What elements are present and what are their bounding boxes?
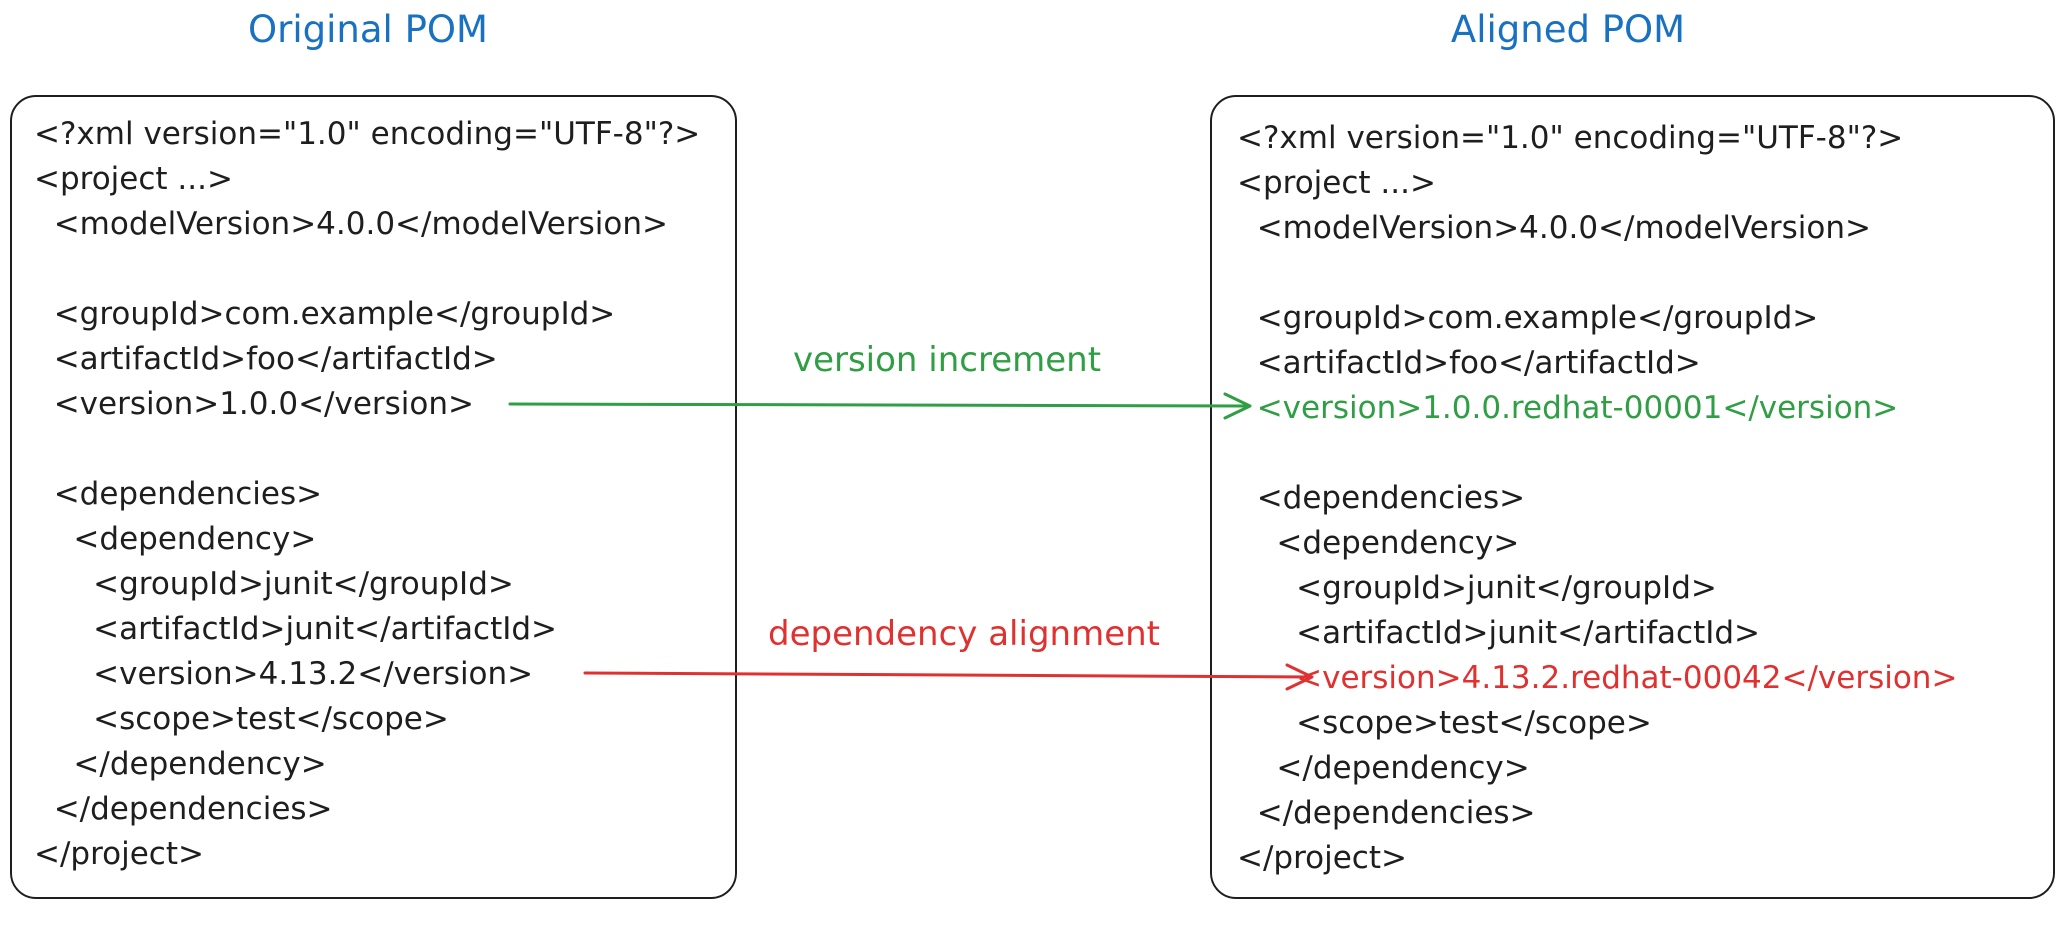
aligned-line-9: <dependencies> (1237, 480, 1526, 516)
aligned-line-1: <?xml version="1.0" encoding="UTF-8"?> (1237, 120, 1904, 156)
aligned-pom-box (1210, 95, 2055, 899)
original-line-10: <dependency> (34, 521, 317, 557)
aligned-line-10: <dependency> (1237, 525, 1520, 561)
original-line-2: <project ...> (34, 161, 233, 197)
original-line-17: </project> (34, 836, 204, 872)
aligned-line-13-dependency-version: <version>4.13.2.redhat-00042</version> (1237, 660, 1958, 696)
original-line-7: <version>1.0.0</version> (34, 386, 475, 422)
dependency-alignment-label: dependency alignment (768, 614, 1160, 654)
original-line-3: <modelVersion>4.0.0</modelVersion> (34, 206, 668, 242)
original-line-14: <scope>test</scope> (34, 701, 449, 737)
version-increment-label: version increment (792, 340, 1102, 380)
aligned-line-15: </dependency> (1237, 750, 1530, 786)
original-pom-box (10, 95, 737, 899)
aligned-line-11: <groupId>junit</groupId> (1237, 570, 1717, 606)
original-line-5: <groupId>com.example</groupId> (34, 296, 616, 332)
original-pom-title: Original POM (248, 8, 488, 51)
aligned-line-17: </project> (1237, 840, 1407, 876)
original-line-11: <groupId>junit</groupId> (34, 566, 514, 602)
aligned-line-3: <modelVersion>4.0.0</modelVersion> (1237, 210, 1871, 246)
original-line-16: </dependencies> (34, 791, 333, 827)
original-line-6: <artifactId>foo</artifactId> (34, 341, 498, 377)
aligned-line-16: </dependencies> (1237, 795, 1536, 831)
aligned-line-7-version: <version>1.0.0.redhat-00001</version> (1237, 390, 1899, 426)
original-line-1: <?xml version="1.0" encoding="UTF-8"?> (34, 116, 701, 152)
aligned-line-6: <artifactId>foo</artifactId> (1237, 345, 1701, 381)
aligned-pom-title: Aligned POM (1450, 8, 1686, 51)
original-line-9: <dependencies> (34, 476, 323, 512)
original-line-15: </dependency> (34, 746, 327, 782)
aligned-line-14: <scope>test</scope> (1237, 705, 1652, 741)
aligned-line-5: <groupId>com.example</groupId> (1237, 300, 1819, 336)
aligned-line-2: <project ...> (1237, 165, 1436, 201)
original-line-12: <artifactId>junit</artifactId> (34, 611, 558, 647)
original-line-13: <version>4.13.2</version> (34, 656, 534, 692)
aligned-line-12: <artifactId>junit</artifactId> (1237, 615, 1761, 651)
